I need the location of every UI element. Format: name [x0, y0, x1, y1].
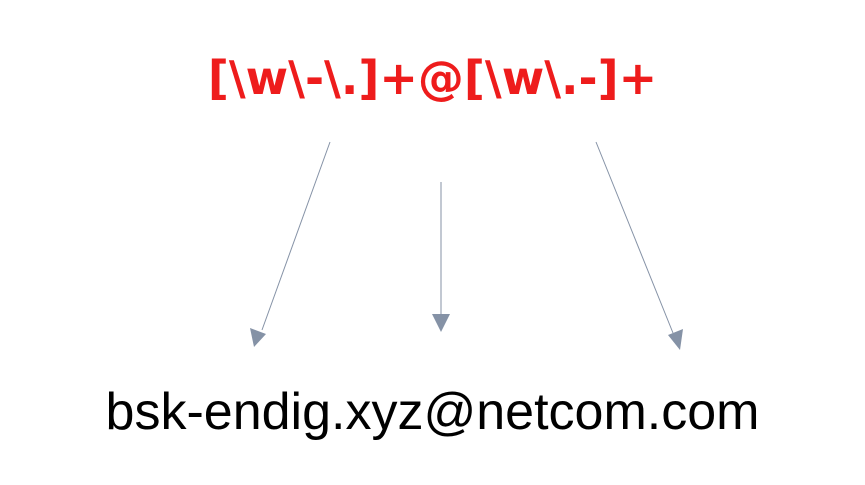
arrow-right: [595, 141, 683, 350]
arrow-right-shaft: [595, 141, 674, 334]
arrow-left-shaft: [261, 141, 331, 331]
regex-pattern: [\w\-\.]+@[\w\.-]+: [207, 51, 658, 105]
arrow-left-head: [250, 328, 266, 347]
arrow-middle-head: [432, 314, 450, 332]
arrow-middle: [432, 182, 450, 332]
example-email: bsk-endig.xyz@netcom.com: [105, 383, 760, 441]
arrow-left: [250, 141, 331, 347]
arrow-right-head: [668, 329, 683, 350]
